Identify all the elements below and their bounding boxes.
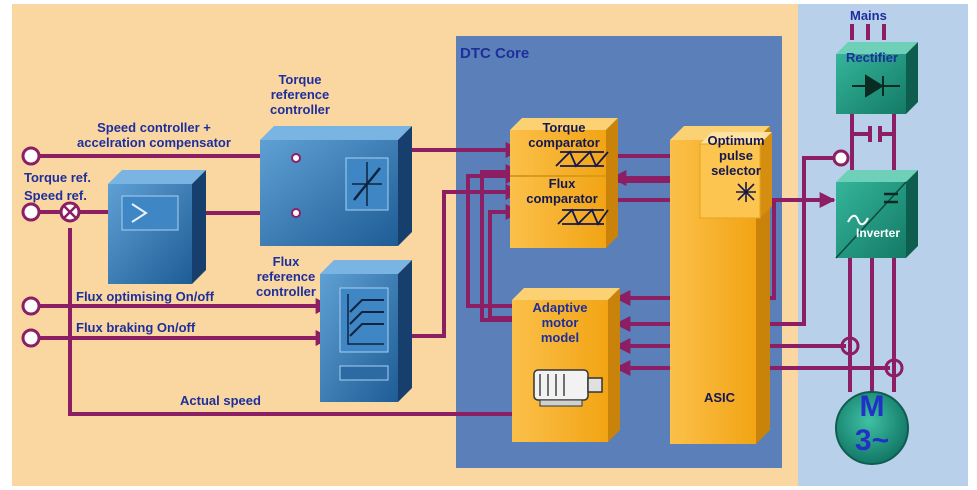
optimum-pulse-selector-label-line-3: selector <box>711 163 761 178</box>
flux-comparator-label-line-2: comparator <box>526 191 598 206</box>
rectifier-label: Rectifier <box>846 50 899 65</box>
flux-optimising-label: Flux optimising On/off <box>76 289 214 304</box>
flux-comparator-label: Flux comparator <box>522 176 602 206</box>
speed-controller-label-line-2: accelration compensator <box>77 135 231 150</box>
optimum-pulse-selector-block <box>699 132 772 219</box>
motor-label: M 3~ <box>836 390 908 458</box>
asic-label: ASIC <box>704 390 736 405</box>
optimum-pulse-selector-label-line-2: pulse <box>719 148 753 163</box>
current-sensors <box>832 149 904 378</box>
torque-ref-label: Torque ref. <box>24 170 91 185</box>
torque-comparator-label-line-1: Torque <box>542 120 586 135</box>
torque-reference-controller-label: Torque reference controller <box>250 72 350 117</box>
flux-hysteresis-icon <box>557 208 609 226</box>
speed-controller-label-line-1: Speed controller + <box>97 120 211 135</box>
torque-reference-controller-label-line-3: controller <box>270 102 330 117</box>
inverter-label: Inverter <box>856 226 901 240</box>
torque-reference-controller-label-line-1: Torque <box>278 72 322 87</box>
flux-reference-controller-label: Flux reference controller <box>236 254 336 299</box>
optimum-pulse-selector-label: Optimum pulse selector <box>694 133 778 178</box>
flux-braking-label: Flux braking On/off <box>76 320 196 335</box>
input-terminals <box>21 146 41 348</box>
adaptive-motor-model-label-line-2: motor <box>541 315 579 330</box>
summing-junction <box>59 201 81 223</box>
torque-reference-controller-block <box>260 126 412 246</box>
flux-reference-controller-label-line-1: Flux <box>272 254 300 269</box>
flux-reference-controller-label-line-2: reference <box>256 269 316 284</box>
speed-controller-label: Speed controller + accelration compensat… <box>44 120 264 150</box>
adaptive-motor-model-label-line-1: Adaptive <box>532 300 588 315</box>
motor-label-line-1: M <box>859 390 885 423</box>
flux-comparator-label-line-1: Flux <box>548 176 576 191</box>
adaptive-motor-model-block <box>512 288 620 442</box>
flux-reference-controller-label-line-3: controller <box>256 284 316 299</box>
motor-icon <box>533 369 603 407</box>
rectifier-block <box>836 42 918 114</box>
power-lines <box>848 24 896 392</box>
dtc-core-title: DTC Core <box>460 45 530 62</box>
flux-reference-controller-block <box>320 260 412 402</box>
torque-hysteresis-icon <box>555 150 609 168</box>
inverter-block <box>835 170 918 259</box>
torque-comparator-label: Torque comparator <box>524 120 604 150</box>
adaptive-motor-model-label-line-3: model <box>540 330 580 345</box>
motor-circle <box>835 391 909 465</box>
actual-speed-label: Actual speed <box>180 393 261 408</box>
mains-label: Mains <box>850 8 887 23</box>
comparator-blocks <box>510 118 618 248</box>
speed-controller-block <box>108 170 206 284</box>
adaptive-motor-model-label: Adaptive motor model <box>520 300 600 345</box>
diode-icon <box>852 74 900 98</box>
motor-label-line-2: 3~ <box>854 424 890 457</box>
torque-reference-controller-label-line-2: reference <box>270 87 330 102</box>
torque-comparator-label-line-2: comparator <box>528 135 600 150</box>
optimum-pulse-selector-label-line-1: Optimum <box>707 133 765 148</box>
speed-ref-label: Speed ref. <box>24 188 87 203</box>
